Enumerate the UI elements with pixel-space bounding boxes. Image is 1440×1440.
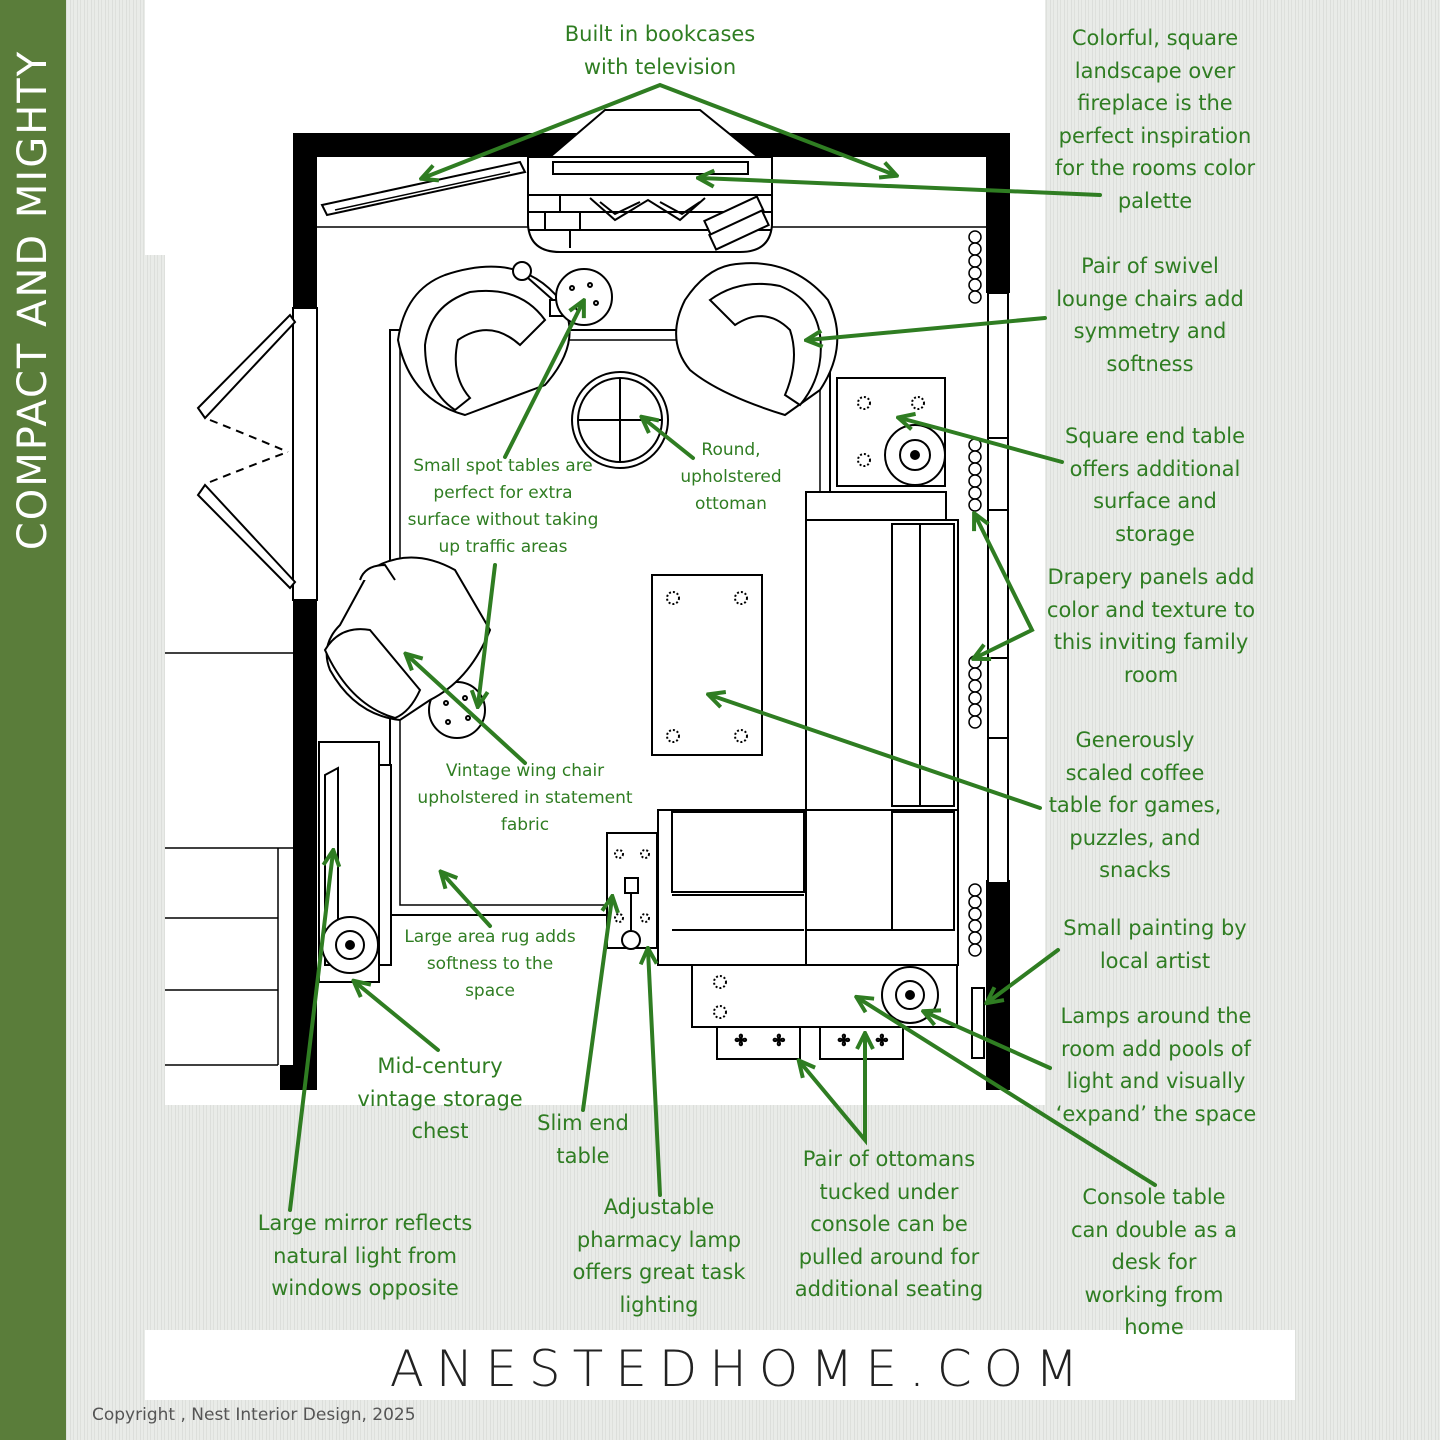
leader-arrows [288, 82, 1157, 1212]
square-end-table [836, 377, 946, 487]
label-wing-chair: Vintage wing chair upholstered in statem… [417, 761, 633, 835]
label-bookcases: Built in bookcases with television [564, 22, 756, 79]
label-mirror: Large mirror reflects natural light from… [257, 1211, 473, 1301]
coffee-table [651, 574, 763, 756]
slim-end-table [606, 832, 658, 950]
label-storage-chest: Mid-century vintage storage chest [357, 1054, 523, 1144]
ottomans-pair: ✢ ✢ ✢ ✢ [716, 1026, 904, 1060]
brand-wordmark: ANESTEDHOME.COM [389, 1340, 1091, 1398]
label-area-rug: Large area rug adds softness to the spac… [404, 927, 576, 1001]
svg-text:✢: ✢ [773, 1033, 785, 1049]
wing-chair [323, 556, 492, 722]
svg-text:✢: ✢ [838, 1033, 850, 1049]
round-ottoman [571, 371, 669, 469]
sidebar: COMPACT AND MIGHTY [0, 0, 66, 1440]
label-small-painting: Small painting by local artist [1063, 916, 1247, 973]
svg-text:✢: ✢ [735, 1033, 747, 1049]
label-landscape: Colorful, square landscape over fireplac… [1054, 26, 1256, 213]
label-spot-tables: Small spot tables are perfect for extra … [407, 456, 599, 557]
label-ottomans: Pair of ottomans tucked under console ca… [794, 1147, 984, 1302]
label-square-end-table: Square end table offers additional surfa… [1064, 424, 1246, 546]
drapery-panels [968, 230, 982, 957]
swivel-chair-right [675, 262, 839, 417]
svg-text:✢: ✢ [876, 1033, 888, 1049]
label-round-ottoman: Round, upholstered ottoman [680, 440, 782, 514]
bookcase-left [320, 160, 527, 217]
spot-table-top [555, 268, 613, 326]
small-painting [971, 987, 985, 1059]
label-swivel-chairs: Pair of swivel lounge chairs add symmetr… [1056, 254, 1244, 376]
console-table [691, 964, 958, 1028]
label-pharmacy-lamp: Adjustable pharmacy lamp offers great ta… [572, 1195, 746, 1317]
footer-background [145, 1330, 1295, 1400]
label-lamps: Lamps around the room add pools of light… [1055, 1004, 1257, 1126]
copyright-text: Copyright , Nest Interior Design, 2025 [92, 1405, 416, 1425]
label-console-table: Console table can double as a desk for w… [1070, 1185, 1237, 1340]
door [196, 307, 318, 601]
adjoining-room [165, 652, 293, 1066]
label-slim-end-table: Slim end table [537, 1111, 629, 1168]
label-coffee-table: Generously scaled coffee table for games… [1048, 728, 1222, 883]
label-drapery: Drapery panels add color and texture to … [1046, 565, 1256, 687]
